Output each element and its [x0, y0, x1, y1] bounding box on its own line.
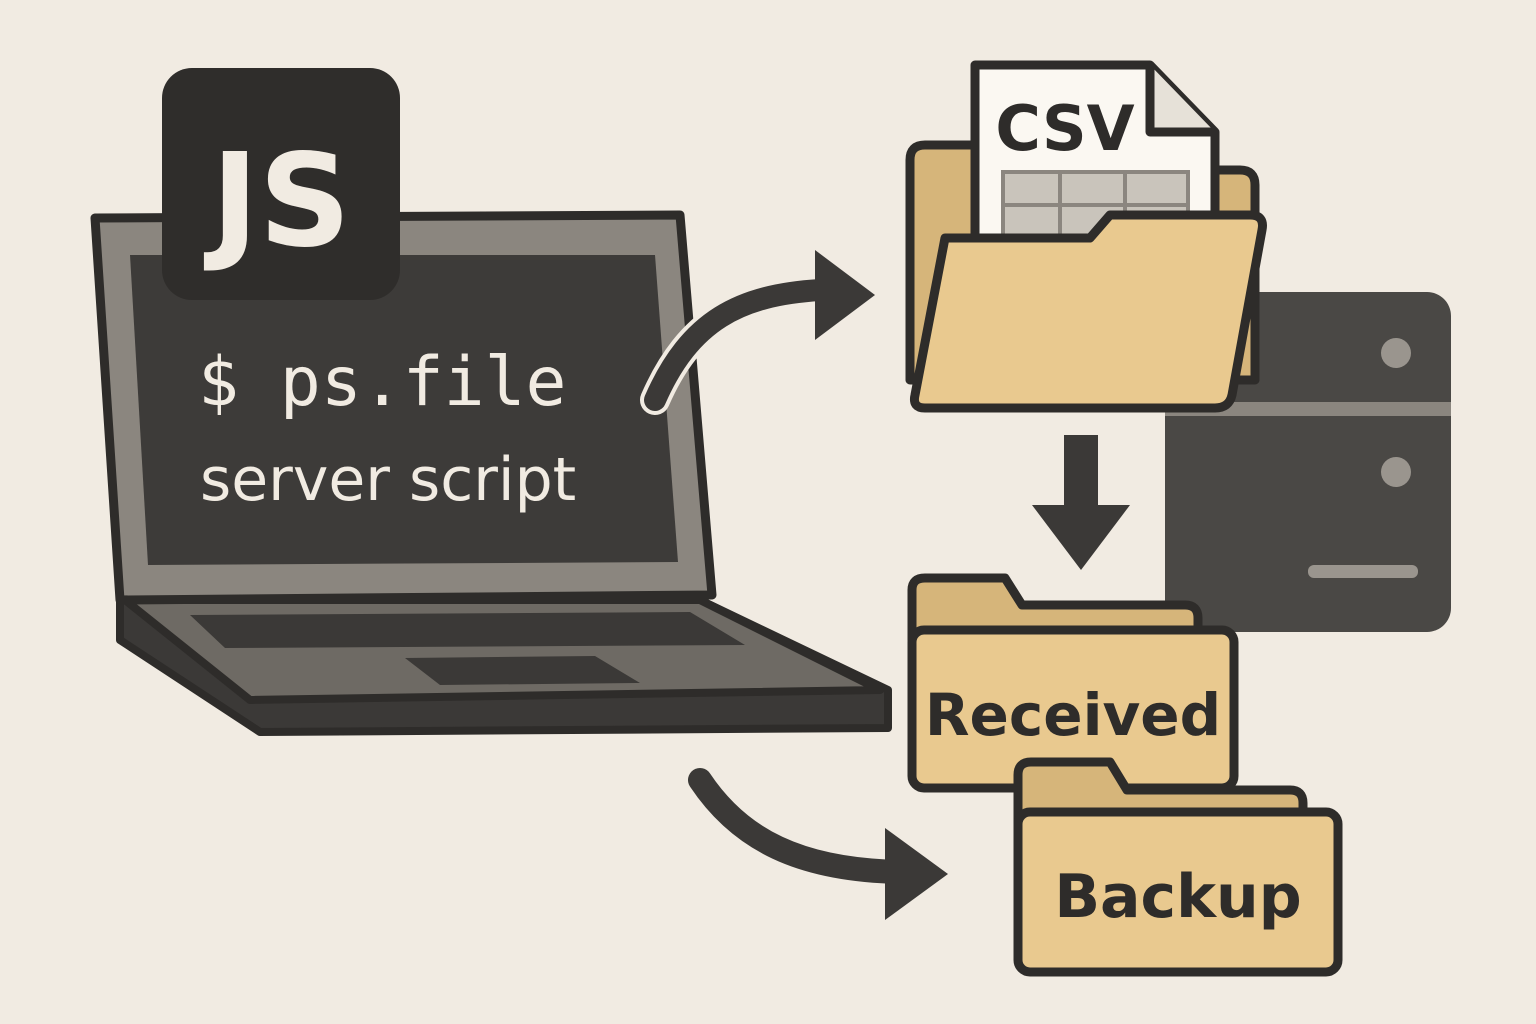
received-label: Received: [925, 681, 1221, 749]
laptop-icon: [90, 210, 892, 736]
js-badge: JS: [162, 68, 400, 300]
command-text: $ ps.file: [198, 343, 566, 422]
arrow-down-icon: [1032, 435, 1130, 570]
backup-folder-icon: Backup: [1013, 757, 1343, 977]
arrow-backup-icon: [688, 768, 948, 920]
js-badge-label: JS: [203, 127, 351, 276]
received-folder-icon: Received: [907, 573, 1239, 793]
caption-text: server script: [200, 445, 576, 515]
csv-label: CSV: [995, 92, 1134, 165]
csv-folder-icon: CSV: [905, 60, 1267, 413]
arrow-upload-icon: [640, 250, 875, 415]
backup-label: Backup: [1054, 862, 1301, 932]
